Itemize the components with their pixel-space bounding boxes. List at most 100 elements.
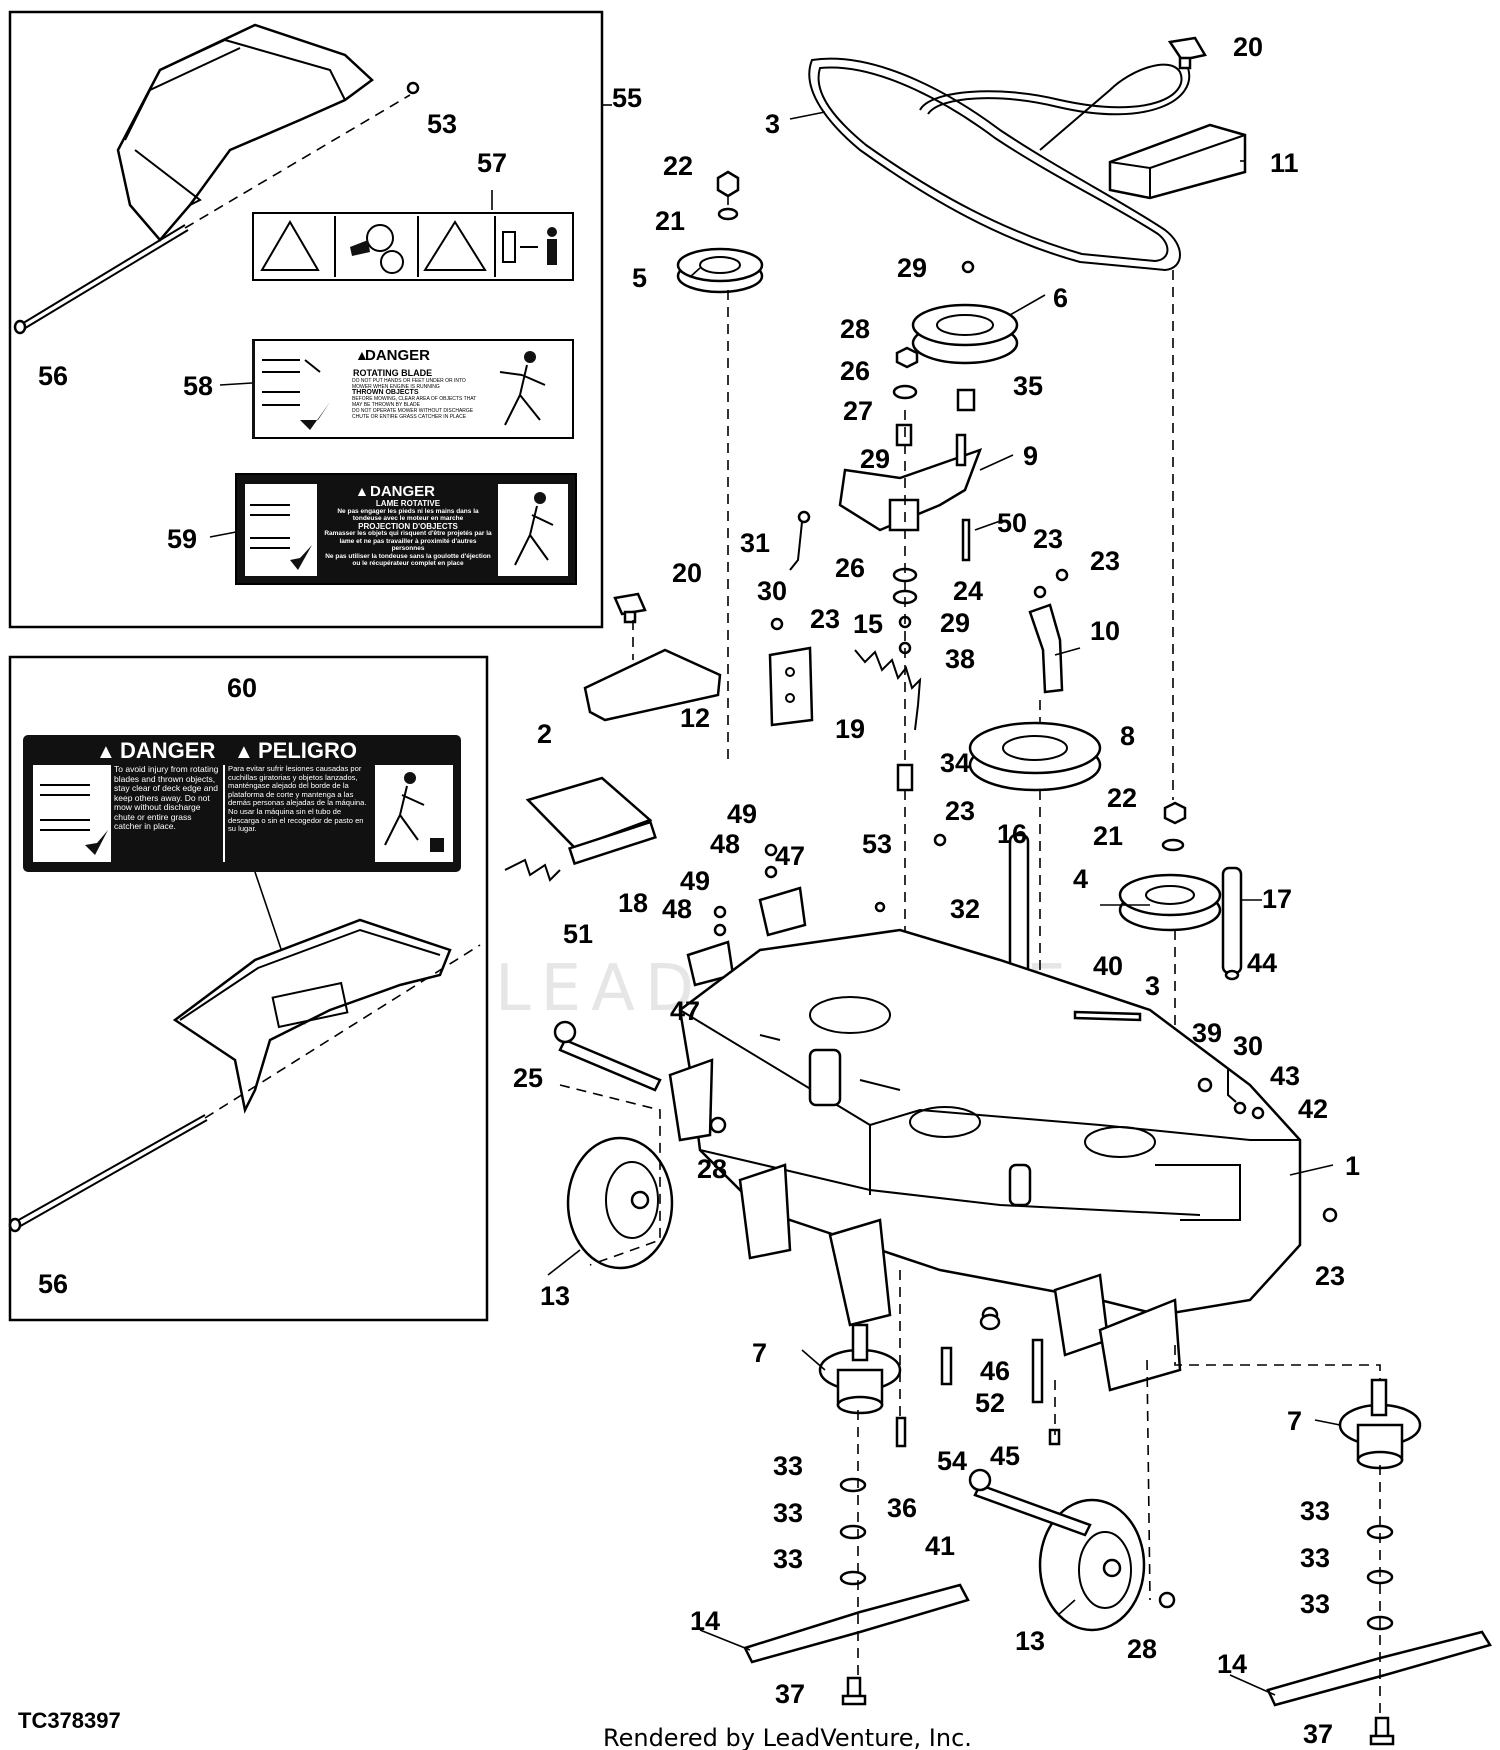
callout-33: 33	[1300, 1589, 1330, 1619]
callout-25: 25	[513, 1063, 543, 1093]
label60-text-es: Para evitar sufrir lesiones causadas por…	[228, 765, 367, 834]
callout-15: 15	[853, 609, 883, 639]
callout-49: 49	[680, 866, 710, 896]
figure-id: TC378397	[18, 1708, 121, 1733]
callout-51: 51	[563, 919, 593, 949]
callout-33: 33	[773, 1544, 803, 1574]
callout-57: 57	[477, 148, 507, 178]
person-thrown-icon	[499, 351, 546, 426]
post-17	[1221, 866, 1243, 975]
caster-wheel-13-right	[968, 1468, 1176, 1632]
callout-58: 58	[183, 371, 213, 401]
callout-5: 5	[632, 263, 647, 293]
warning-triangle-icon: ▲	[355, 347, 369, 363]
label60-text-en: To avoid injury from rotating blades and…	[114, 765, 219, 831]
inset-box-decals	[8, 10, 604, 629]
callout-12: 12	[680, 703, 710, 733]
callout-22: 22	[663, 151, 693, 181]
callout-53: 53	[862, 829, 892, 859]
grass-catcher-upper	[116, 23, 374, 242]
blade-hazard-icon	[262, 359, 330, 430]
callout-11: 11	[1270, 148, 1299, 178]
callout-30: 30	[1233, 1031, 1263, 1061]
callout-23: 23	[1315, 1261, 1345, 1291]
callout-33: 33	[773, 1451, 803, 1481]
label58-title: DANGER	[365, 347, 430, 364]
callout-3: 3	[1145, 971, 1160, 1001]
bolt-40	[1073, 1010, 1142, 1022]
label58-heading2: THROWN OBJECTS	[352, 389, 419, 396]
label-57	[252, 212, 574, 281]
spring-15	[854, 649, 922, 731]
thrown-objects-icon	[423, 220, 487, 271]
callout-26: 26	[840, 356, 870, 386]
callout-44: 44	[1247, 948, 1277, 978]
callout-7: 7	[752, 1338, 767, 1368]
callout-40: 40	[1093, 951, 1123, 981]
chute-hinge-18	[504, 776, 657, 882]
label59-heading1: LAME ROTATIVE	[375, 500, 441, 508]
label-59: DANGER ▲ LAME ROTATIVE Ne pas engager le…	[235, 473, 577, 585]
callout-21: 21	[655, 206, 685, 236]
callout-16: 16	[997, 819, 1027, 849]
leader-lines	[547, 111, 1341, 1696]
label58-text3: DO NOT OPERATE MOWER WITHOUT DISCHARGE C…	[352, 408, 474, 420]
callout-42: 42	[1298, 1094, 1328, 1124]
idler-pulley-6	[911, 260, 1019, 412]
callout-59: 59	[167, 524, 197, 554]
callout-23: 23	[1033, 524, 1063, 554]
warning-triangle-icon: ▲	[234, 741, 254, 763]
callout-49: 49	[727, 799, 757, 829]
callout-28: 28	[840, 314, 870, 344]
callout-14: 14	[1217, 1649, 1247, 1679]
callout-29: 29	[897, 253, 927, 283]
rod-hardware-right	[1197, 1068, 1265, 1120]
callout-29: 29	[940, 608, 970, 638]
callout-14: 14	[690, 1606, 720, 1636]
callout-50: 50	[997, 508, 1027, 538]
callout-1: 1	[1345, 1151, 1360, 1181]
callout-53: 53	[427, 109, 457, 139]
pulley-5-stack	[676, 170, 764, 294]
callout-8: 8	[1120, 721, 1135, 751]
callout-31: 31	[740, 528, 770, 558]
label59-heading2: PROJECTION D'OBJECTS	[358, 521, 458, 531]
warning-triangle-icon: ▲	[355, 483, 369, 499]
brackets-47	[686, 833, 947, 987]
blade-14-right	[1266, 1630, 1492, 1707]
callout-55: 55	[612, 83, 642, 113]
callout-32: 32	[950, 894, 980, 924]
catcher-rod-lower	[14, 1114, 206, 1223]
callout-47: 47	[670, 996, 700, 1026]
callout-28: 28	[697, 1154, 727, 1184]
callout-54: 54	[937, 1446, 967, 1476]
callout-13: 13	[540, 1281, 570, 1311]
callout-46: 46	[980, 1356, 1010, 1386]
shield-12	[583, 592, 722, 722]
belt-guide-11	[1108, 123, 1247, 200]
callout-30: 30	[757, 576, 787, 606]
rod-30	[789, 521, 803, 571]
label58-text1: DO NOT PUT HANDS OR FEET UNDER OR INTO M…	[352, 378, 466, 390]
callout-33: 33	[773, 1498, 803, 1528]
callout-20: 20	[672, 558, 702, 588]
bushing-46	[979, 1313, 1001, 1331]
catcher-rod-upper	[19, 224, 186, 326]
callout-18: 18	[618, 888, 648, 918]
callout-35: 35	[1013, 371, 1043, 401]
keep-away-icon	[502, 227, 557, 265]
knob-20-upper	[1167, 36, 1207, 70]
callout-56: 56	[38, 361, 68, 391]
label60-title-en: DANGER	[120, 738, 215, 763]
callout-45: 45	[990, 1441, 1020, 1471]
label58-heading1: ROTATING BLADE	[353, 368, 432, 378]
callout-21: 21	[1093, 821, 1123, 851]
callout-19: 19	[835, 714, 865, 744]
bolt-36	[895, 1416, 907, 1448]
label59-text1: Ne pas engager les pieds ni les mains da…	[337, 507, 479, 523]
callout-33: 33	[1300, 1543, 1330, 1573]
callout-33: 33	[1300, 1496, 1330, 1526]
callout-48: 48	[710, 829, 740, 859]
callout-3: 3	[765, 109, 780, 139]
callout-23: 23	[945, 796, 975, 826]
